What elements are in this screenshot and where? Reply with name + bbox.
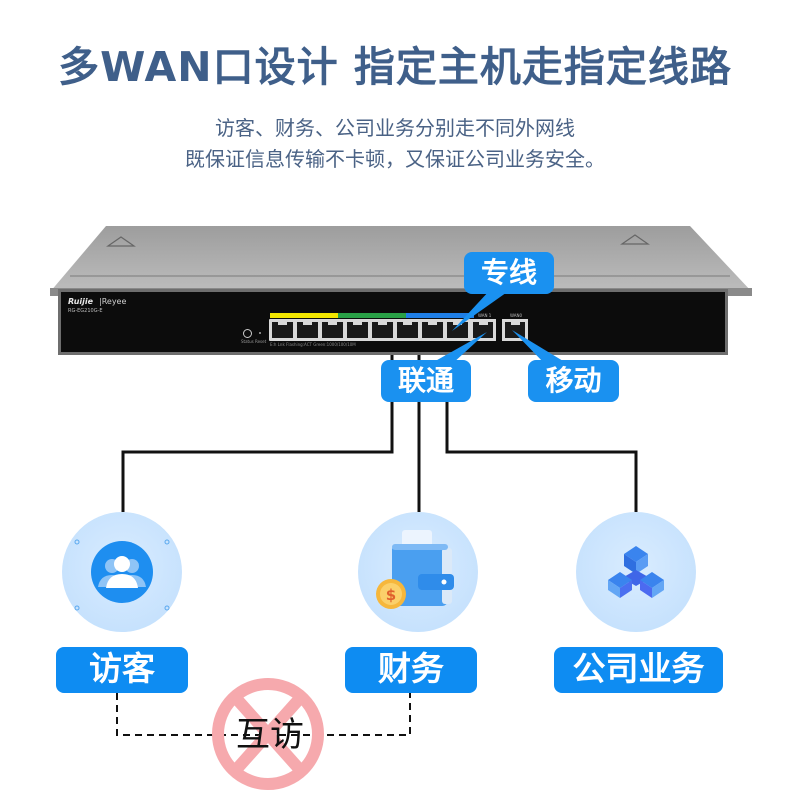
subtitle-line-1: 访客、财务、公司业务分别走不同外网线: [215, 116, 575, 140]
lan-port-group: [269, 319, 474, 341]
wan1-label: WAN 1: [478, 313, 492, 318]
visitor-node: [62, 512, 182, 632]
cubes-icon: [608, 546, 664, 598]
callout-mobile: 移动: [528, 360, 619, 402]
line-to-visitor: [121, 355, 394, 512]
vent-icon-right: [620, 234, 650, 245]
mutual-access-label: 互访: [236, 715, 304, 755]
brand-logo: Ruijie: [68, 297, 94, 306]
svg-text:$: $: [386, 586, 396, 604]
wallet-coin-icon: $: [376, 530, 454, 609]
page-title: 多WAN口设计 指定主机走指定线路: [58, 43, 732, 91]
users-icon: [74, 539, 170, 611]
pointer-mobile: [512, 330, 568, 364]
lan-port-2[interactable]: [322, 321, 343, 338]
business-label: 公司业务: [554, 647, 723, 693]
prohibited-icon: [212, 678, 324, 790]
visitor-label: 访客: [56, 647, 188, 693]
sub-brand-logo: |Reyee: [99, 297, 127, 306]
lan-port-4[interactable]: [372, 321, 393, 338]
status-label: Status: [241, 339, 254, 344]
pointer-dedicated: [452, 290, 510, 331]
subtitle-line-2: 既保证信息传输不卡顿，又保证公司业务安全。: [185, 147, 605, 171]
lan-port-7[interactable]: [447, 321, 468, 338]
lan-port-6[interactable]: [422, 321, 443, 338]
port-legend-text: E:h Lnk Flashing:ACT Green:1000/100/10M: [270, 342, 356, 347]
callout-unicom: 联通: [381, 360, 471, 402]
lan-port-1[interactable]: [297, 321, 318, 338]
pointer-unicom: [430, 332, 487, 364]
lan-strip-blue: [406, 313, 474, 318]
status-led: [243, 329, 252, 338]
callout-dedicated-line: 专线: [464, 252, 554, 294]
wan1-port[interactable]: [470, 319, 496, 341]
lan-port-3[interactable]: [347, 321, 368, 338]
lan-port-0[interactable]: [272, 321, 293, 338]
wan0-label: WAN0: [510, 313, 523, 318]
lan-port-5[interactable]: [397, 321, 418, 338]
line-to-business: [445, 355, 638, 512]
wan0-port[interactable]: [502, 319, 528, 341]
lan-strip-yellow: [270, 313, 338, 318]
lan-strip-green: [338, 313, 406, 318]
finance-node: $: [358, 512, 478, 632]
model-number: RG-EG210G-E: [68, 308, 103, 314]
vent-icon-left: [106, 236, 136, 247]
business-node: [576, 512, 696, 632]
finance-label: 财务: [345, 647, 477, 693]
reset-button[interactable]: [259, 332, 261, 334]
reset-label: Reset: [255, 339, 267, 344]
